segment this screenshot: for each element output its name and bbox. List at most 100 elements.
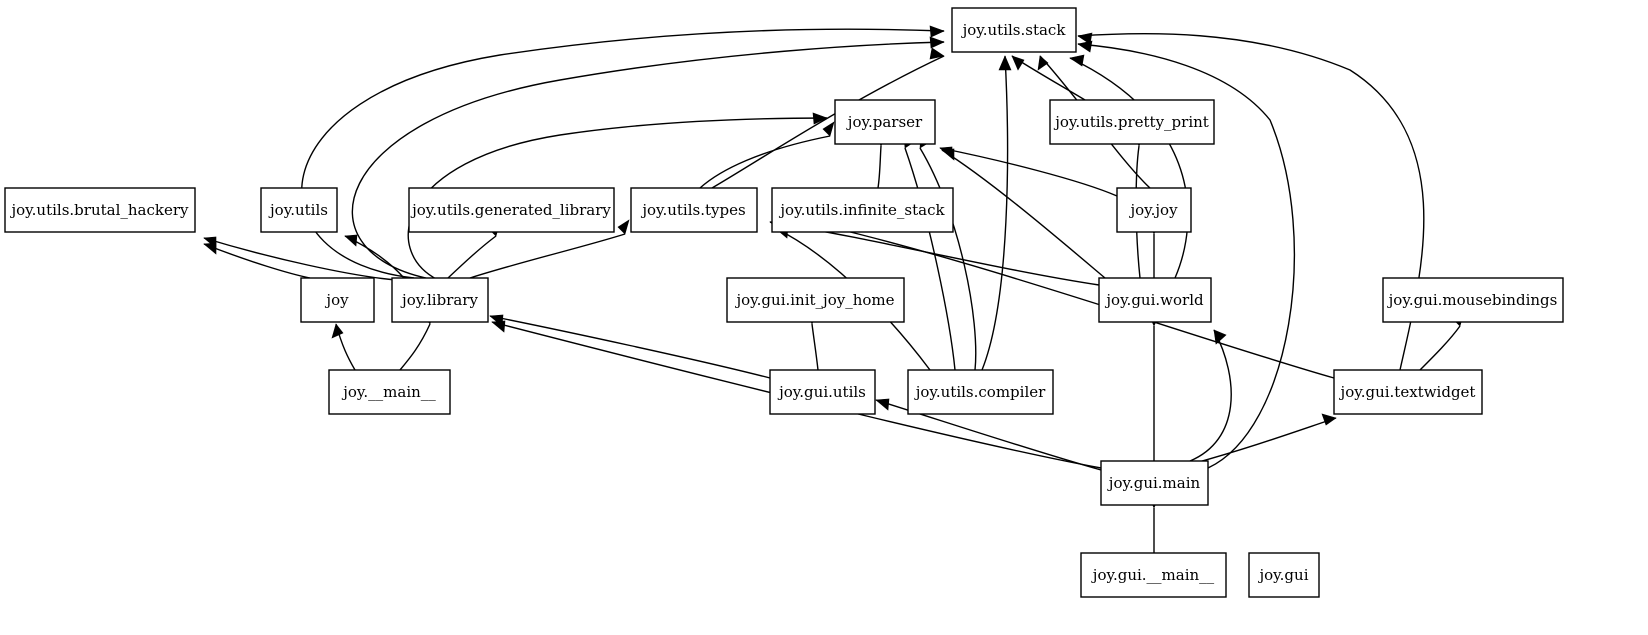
edge-line — [447, 235, 497, 279]
node-label: joy.utils — [268, 201, 328, 219]
node-label: joy.utils.types — [640, 201, 745, 219]
graph-node-mousebindings[interactable]: joy.gui.mousebindings — [1382, 277, 1564, 323]
graph-node-infinite_stack[interactable]: joy.utils.infinite_stack — [771, 187, 954, 233]
edge-line — [203, 237, 397, 281]
node-label: joy.gui.mousebindings — [1387, 291, 1558, 309]
node-box[interactable] — [260, 187, 338, 233]
graph-edge-gui_main-to-stack — [1077, 40, 1296, 469]
graph-node-main_[interactable]: joy.__main__ — [328, 369, 451, 415]
graph-edge-compiler-to-parser — [903, 133, 956, 371]
node-label: joy.gui — [1258, 566, 1309, 584]
graph-node-parser[interactable]: joy.parser — [834, 99, 936, 145]
arrowhead-icon — [941, 148, 955, 161]
graph-edge-gui_main-to-world — [1189, 329, 1232, 462]
node-label: joy.gui.__main__ — [1091, 566, 1215, 584]
node-box[interactable] — [726, 277, 905, 323]
graph-edge-world-to-stack — [1069, 54, 1189, 279]
graph-node-utils[interactable]: joy.utils — [260, 187, 338, 233]
graph-node-joyjoy[interactable]: joy.joy — [1116, 187, 1192, 233]
node-label: joy.gui.utils — [777, 383, 866, 401]
node-box[interactable] — [1080, 552, 1227, 598]
graph-edge-joyjoy-to-parser — [939, 146, 1118, 197]
node-box[interactable] — [1100, 460, 1209, 506]
graph-node-compiler[interactable]: joy.utils.compiler — [907, 369, 1054, 415]
node-label: joy.gui.init_joy_home — [735, 291, 895, 309]
edge-line — [875, 399, 1102, 471]
graph-node-pretty_print[interactable]: joy.utils.pretty_print — [1049, 99, 1215, 145]
edge-line — [904, 147, 956, 371]
node-label: joy.gui.main — [1107, 474, 1201, 492]
arrowhead-icon — [998, 55, 1012, 71]
edge-line — [407, 117, 828, 281]
node-box[interactable] — [951, 7, 1077, 53]
node-box[interactable] — [408, 187, 615, 233]
node-box[interactable] — [769, 369, 876, 415]
graph-node-gui[interactable]: joy.gui — [1248, 552, 1320, 598]
node-label: joy.utils.generated_library — [410, 201, 611, 219]
arrowhead-icon — [617, 219, 630, 235]
graph-node-generated_library[interactable]: joy.utils.generated_library — [408, 187, 615, 233]
edge-line — [711, 55, 945, 189]
node-box[interactable] — [1116, 187, 1192, 233]
node-box[interactable] — [630, 187, 758, 233]
graph-edge-types-to-stack — [711, 47, 945, 189]
edge-line — [779, 215, 1335, 379]
arrowhead-icon — [203, 242, 217, 255]
graph-node-brutal_hackery[interactable]: joy.utils.brutal_hackery — [4, 187, 196, 233]
edge-line — [981, 55, 1009, 371]
arrowhead-icon — [1321, 413, 1337, 426]
node-box[interactable] — [1382, 277, 1564, 323]
arrowhead-icon — [929, 47, 945, 60]
graph-edge-library-to-utils — [344, 234, 405, 279]
node-box[interactable] — [907, 369, 1054, 415]
graph-edge-library-to-stack — [351, 36, 945, 279]
edge-line — [469, 233, 626, 279]
edge-line — [301, 28, 945, 279]
node-label: joy.utils.stack — [961, 21, 1067, 39]
node-box[interactable] — [1333, 369, 1483, 415]
node-label: joy.utils.compiler — [914, 383, 1046, 401]
node-box[interactable] — [4, 187, 196, 233]
edge-line — [1069, 57, 1189, 279]
node-box[interactable] — [328, 369, 451, 415]
node-box[interactable] — [1248, 552, 1320, 598]
node-box[interactable] — [1098, 277, 1212, 323]
graph-node-gui_main_[interactable]: joy.gui.__main__ — [1080, 552, 1227, 598]
node-box[interactable] — [834, 99, 936, 145]
node-label: joy.utils.infinite_stack — [778, 201, 945, 219]
node-label: joy.library — [400, 291, 478, 309]
graph-node-textwidget[interactable]: joy.gui.textwidget — [1333, 369, 1483, 415]
edge-line — [1419, 325, 1461, 371]
node-box[interactable] — [391, 277, 489, 323]
graph-node-types[interactable]: joy.utils.types — [630, 187, 758, 233]
node-box[interactable] — [300, 277, 375, 323]
graph-node-joy[interactable]: joy — [300, 277, 375, 323]
graph-edge-types-to-parser — [699, 121, 835, 189]
arrowhead-icon — [822, 121, 835, 137]
node-label: joy.utils.brutal_hackery — [10, 201, 190, 219]
arrowhead-icon — [1069, 54, 1085, 67]
edge-line — [877, 145, 882, 189]
graph-node-library[interactable]: joy.library — [391, 277, 489, 323]
graph-edge-library-to-parser — [407, 112, 828, 281]
edge-line — [1189, 329, 1232, 462]
graph-edge-main_-to-joy — [331, 323, 356, 371]
node-label: joy.utils.pretty_print — [1053, 113, 1209, 131]
graph-edge-library-to-brutal_hackery — [203, 236, 397, 281]
arrowhead-icon — [491, 320, 506, 333]
arrowhead-icon — [1037, 55, 1049, 71]
graph-edge-gui_utils-to-library — [489, 314, 771, 379]
edge-line — [811, 323, 819, 371]
graph-node-stack[interactable]: joy.utils.stack — [951, 7, 1077, 53]
node-box[interactable] — [771, 187, 954, 233]
node-label: joy.parser — [846, 113, 923, 131]
graph-node-gui_utils[interactable]: joy.gui.utils — [769, 369, 876, 415]
arrowhead-icon — [1077, 32, 1093, 45]
arrowhead-icon — [929, 25, 945, 38]
graph-node-gui_main[interactable]: joy.gui.main — [1100, 460, 1209, 506]
graph-node-init_joy_home[interactable]: joy.gui.init_joy_home — [726, 277, 905, 323]
node-box[interactable] — [1049, 99, 1215, 145]
graph-node-world[interactable]: joy.gui.world — [1098, 277, 1212, 323]
